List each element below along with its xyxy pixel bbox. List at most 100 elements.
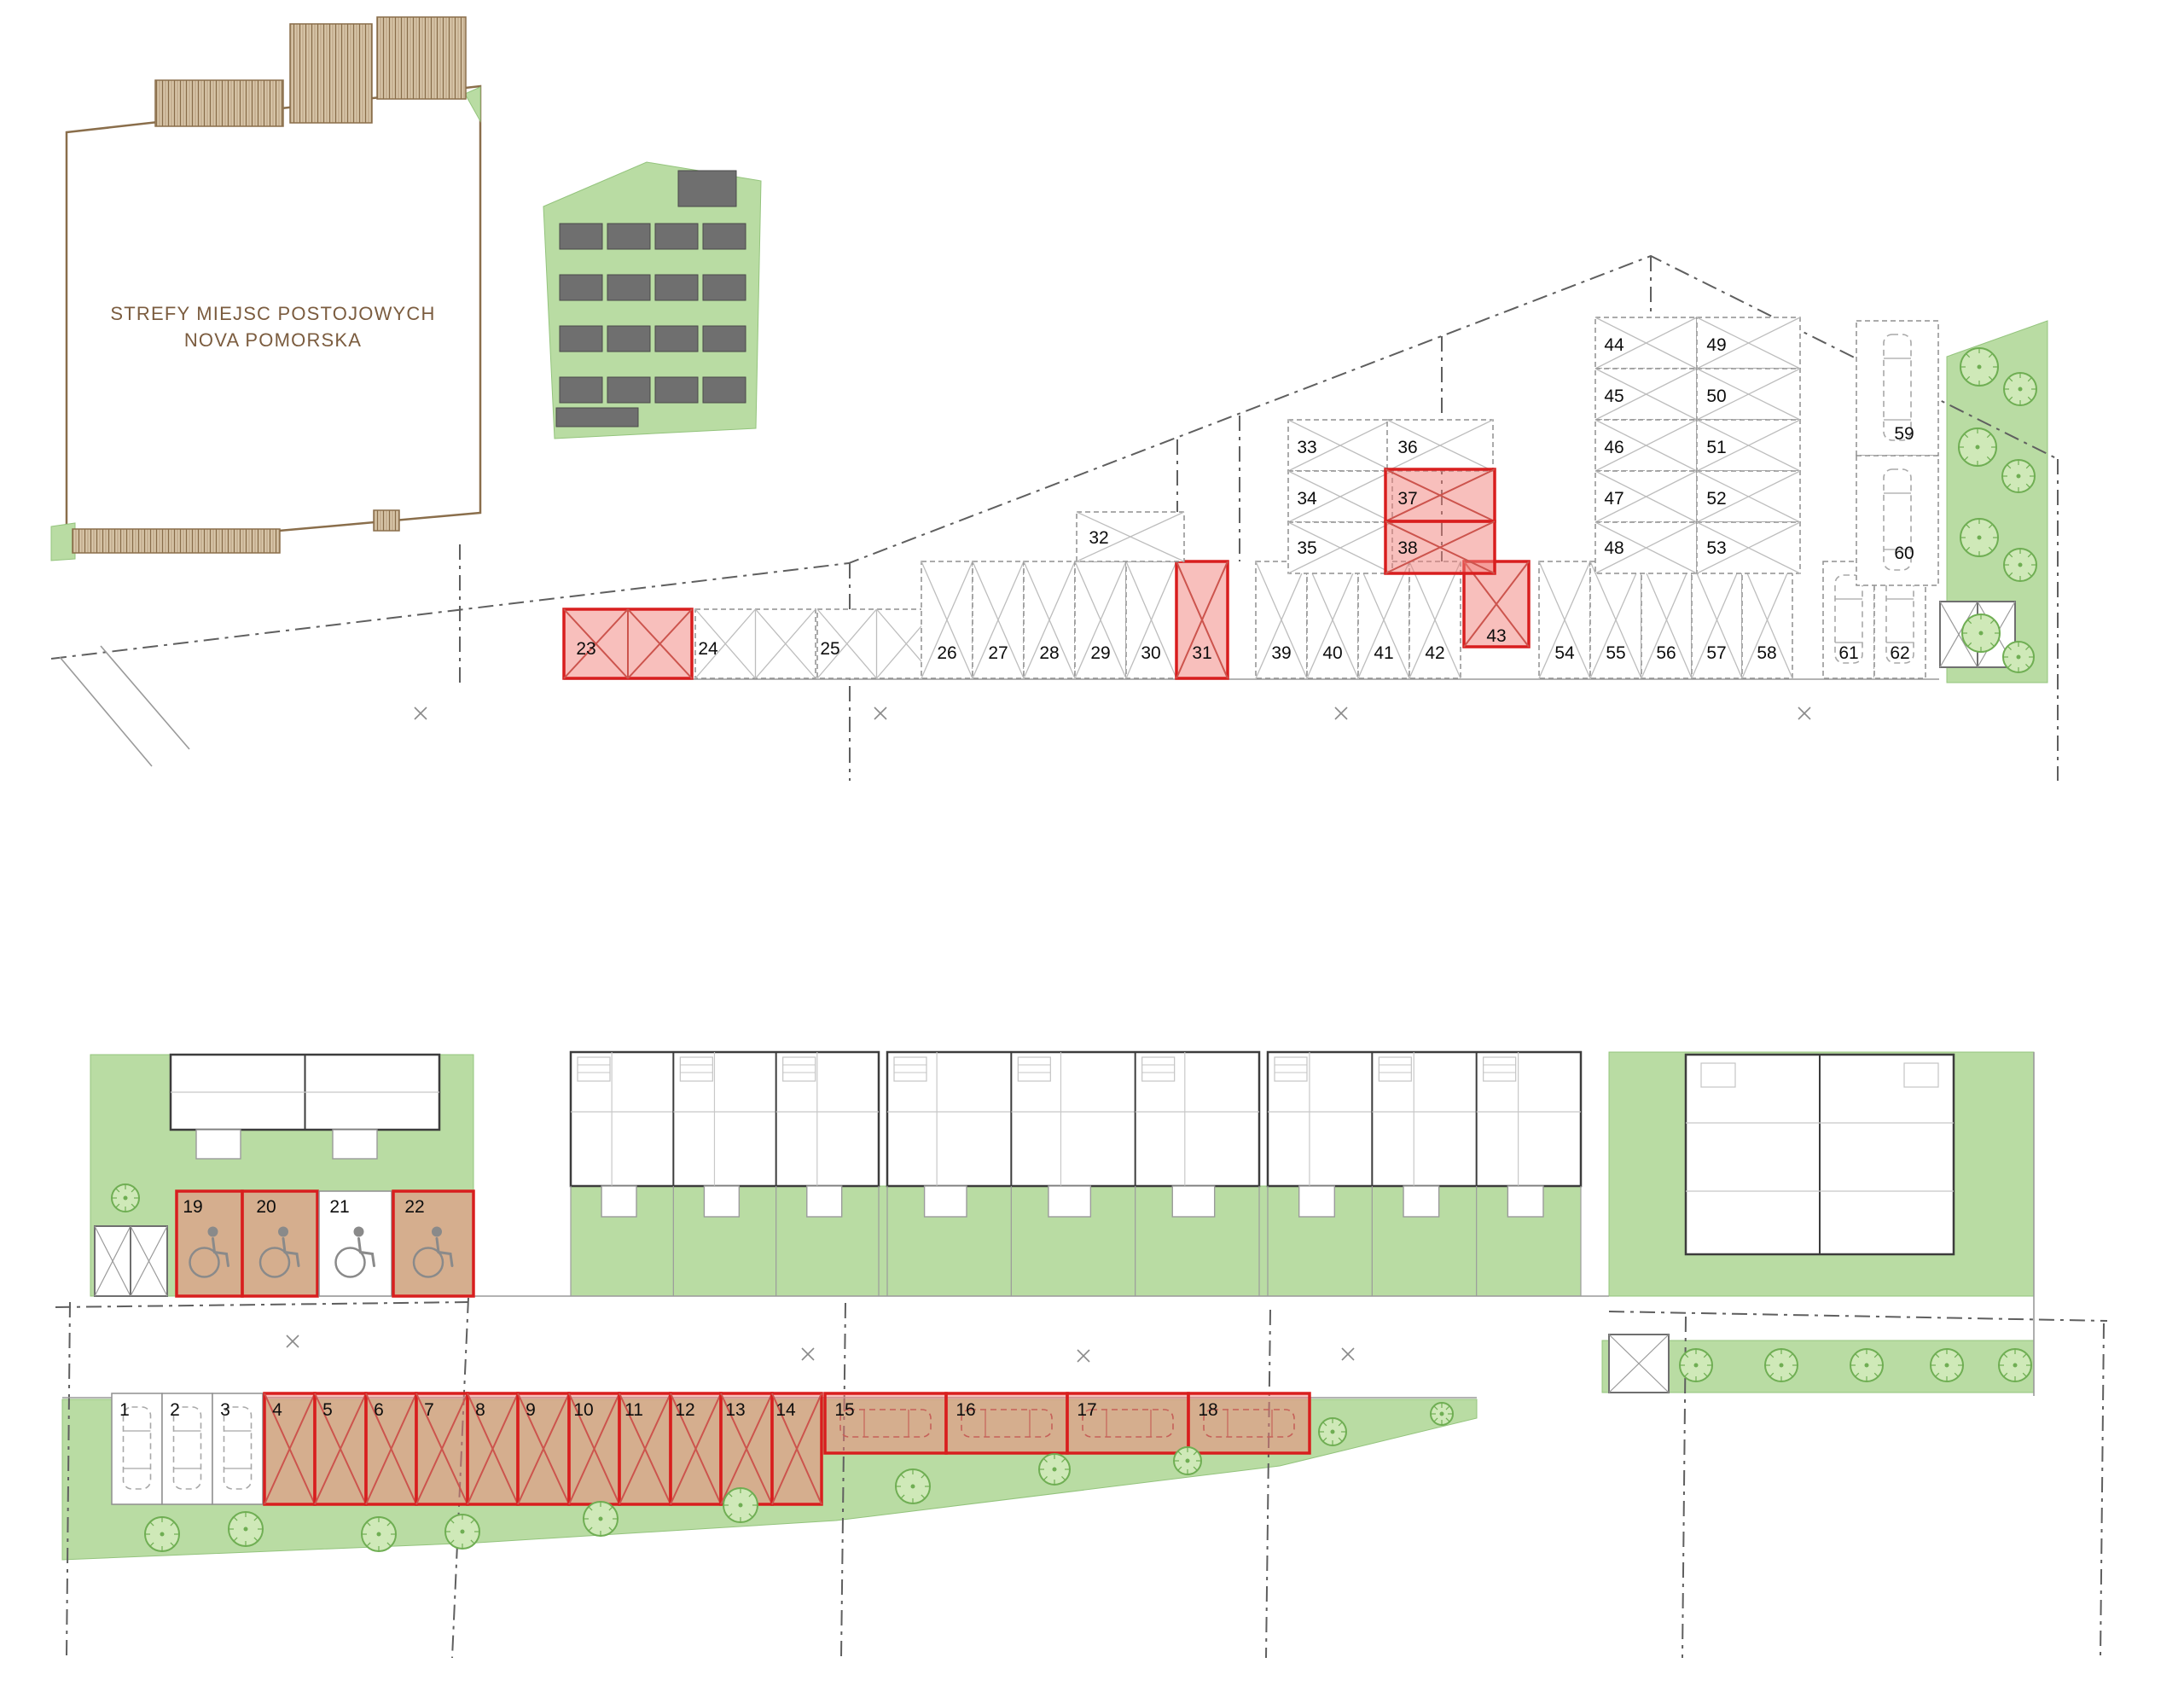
spot-number: 27 <box>988 643 1008 663</box>
parking-spot-31[interactable]: 31 <box>1175 560 1229 680</box>
parking-spot-26[interactable]: 26 <box>921 561 973 679</box>
mini-plan-building <box>702 223 746 250</box>
shed <box>94 1225 131 1297</box>
parking-spot-12[interactable]: 12 <box>669 1392 723 1506</box>
spot-number: 9 <box>526 1400 536 1420</box>
parking-spot-27[interactable]: 27 <box>972 561 1025 679</box>
parking-spot-35[interactable]: 35 <box>1287 521 1393 574</box>
parking-spot-45[interactable]: 45 <box>1594 368 1698 421</box>
spot-number: 49 <box>1706 335 1726 355</box>
parking-spot-58[interactable]: 58 <box>1741 561 1793 679</box>
parking-spot-37[interactable]: 37 <box>1384 468 1496 523</box>
parking-spot-33[interactable]: 33 <box>1287 419 1393 472</box>
parking-spot-18[interactable]: 18 <box>1187 1392 1311 1455</box>
parking-spot-1[interactable]: 1 <box>111 1393 163 1505</box>
parking-spot-53[interactable]: 53 <box>1696 521 1801 574</box>
parking-spot-56[interactable]: 56 <box>1641 561 1693 679</box>
mini-plan-building <box>559 325 603 352</box>
mini-plan-building <box>702 274 746 301</box>
parking-spot-32[interactable]: 32 <box>1076 511 1185 562</box>
parking-spot-4[interactable]: 4 <box>263 1392 317 1506</box>
spot-number: 61 <box>1838 643 1858 663</box>
parking-spot-29[interactable]: 29 <box>1074 561 1127 679</box>
parking-spot-50[interactable]: 50 <box>1696 368 1801 421</box>
parking-spot-51[interactable]: 51 <box>1696 419 1801 472</box>
parking-spot-19[interactable]: 19 <box>175 1189 244 1298</box>
parking-spot-39[interactable]: 39 <box>1255 561 1308 679</box>
mini-plan-building <box>607 325 651 352</box>
parking-spot-7[interactable]: 7 <box>415 1392 469 1506</box>
mini-plan-building <box>702 325 746 352</box>
parking-spot-24[interactable]: 24 <box>694 608 816 679</box>
parking-spot-11[interactable]: 11 <box>618 1392 672 1506</box>
parking-spot-43[interactable]: 43 <box>1462 560 1531 648</box>
plan-title-line1: STREFY MIEJSC POSTOJOWYCH <box>110 303 436 324</box>
parking-spot-36[interactable]: 36 <box>1386 419 1494 472</box>
tree-icon <box>1958 427 1997 467</box>
parking-spot-52[interactable]: 52 <box>1696 470 1801 523</box>
parking-spot-17[interactable]: 17 <box>1066 1392 1190 1455</box>
parking-spot-40[interactable]: 40 <box>1306 561 1359 679</box>
parking-spot-60[interactable]: 60 <box>1856 455 1939 586</box>
tree-icon <box>228 1511 264 1547</box>
spot-number: 23 <box>576 639 595 659</box>
parking-spot-49[interactable]: 49 <box>1696 317 1801 369</box>
parking-spot-14[interactable]: 14 <box>770 1392 823 1506</box>
tree-icon <box>895 1468 931 1504</box>
parking-spot-47[interactable]: 47 <box>1594 470 1698 523</box>
parking-spot-34[interactable]: 34 <box>1287 470 1393 523</box>
parking-spot-3[interactable]: 3 <box>212 1393 264 1505</box>
parking-spot-48[interactable]: 48 <box>1594 521 1698 574</box>
spot-number: 14 <box>775 1400 796 1420</box>
parking-spot-57[interactable]: 57 <box>1691 561 1743 679</box>
shed <box>1608 1334 1670 1393</box>
parking-spot-25[interactable]: 25 <box>816 608 937 679</box>
parking-spot-30[interactable]: 30 <box>1125 561 1177 679</box>
spot-number: 34 <box>1297 489 1317 509</box>
mini-plan-building <box>607 376 651 404</box>
spot-number: 39 <box>1271 643 1291 663</box>
spot-number: 18 <box>1198 1400 1217 1420</box>
parking-spot-6[interactable]: 6 <box>364 1392 418 1506</box>
mini-plan-building <box>654 274 699 301</box>
parking-spot-61[interactable]: 61 <box>1822 561 1875 679</box>
spot-number: 62 <box>1890 643 1909 663</box>
parking-spot-9[interactable]: 9 <box>516 1392 571 1506</box>
parking-spot-55[interactable]: 55 <box>1589 561 1642 679</box>
green-area <box>1946 320 2048 683</box>
survey-cross <box>1334 707 1348 720</box>
spot-number: 52 <box>1706 489 1726 509</box>
parking-spot-28[interactable]: 28 <box>1023 561 1076 679</box>
parking-spot-2[interactable]: 2 <box>161 1393 213 1505</box>
parking-spot-5[interactable]: 5 <box>313 1392 368 1506</box>
parking-spot-23[interactable]: 23 <box>562 608 694 680</box>
parking-spot-59[interactable]: 59 <box>1856 320 1939 456</box>
parking-spot-8[interactable]: 8 <box>466 1392 520 1506</box>
parking-spot-54[interactable]: 54 <box>1538 561 1591 679</box>
tree-icon <box>1318 1417 1347 1446</box>
parking-spot-38[interactable]: 38 <box>1384 520 1496 575</box>
mini-plan-building <box>654 376 699 404</box>
spot-number: 29 <box>1090 643 1110 663</box>
parking-spot-22[interactable]: 22 <box>392 1189 475 1298</box>
inset-green <box>464 86 481 123</box>
disabled-parking-icon <box>258 1226 300 1278</box>
boundary-line <box>1608 1311 2108 1322</box>
tree-icon <box>2001 459 2036 493</box>
parking-spot-10[interactable]: 10 <box>567 1392 621 1506</box>
parking-spot-21[interactable]: 21 <box>318 1190 392 1297</box>
road-edge <box>100 645 190 750</box>
parking-spot-20[interactable]: 20 <box>241 1189 319 1298</box>
parking-spot-42[interactable]: 42 <box>1409 561 1461 679</box>
parking-spot-16[interactable]: 16 <box>944 1392 1069 1455</box>
parking-spot-15[interactable]: 15 <box>823 1392 948 1455</box>
parking-spot-41[interactable]: 41 <box>1357 561 1410 679</box>
mini-plan-building <box>654 223 699 250</box>
spot-number: 28 <box>1039 643 1059 663</box>
spot-number: 46 <box>1604 438 1623 457</box>
parking-spot-13[interactable]: 13 <box>719 1392 774 1506</box>
mini-plan-building <box>559 223 603 250</box>
parking-spot-44[interactable]: 44 <box>1594 317 1698 369</box>
disabled-parking-icon <box>334 1226 375 1278</box>
parking-spot-46[interactable]: 46 <box>1594 419 1698 472</box>
